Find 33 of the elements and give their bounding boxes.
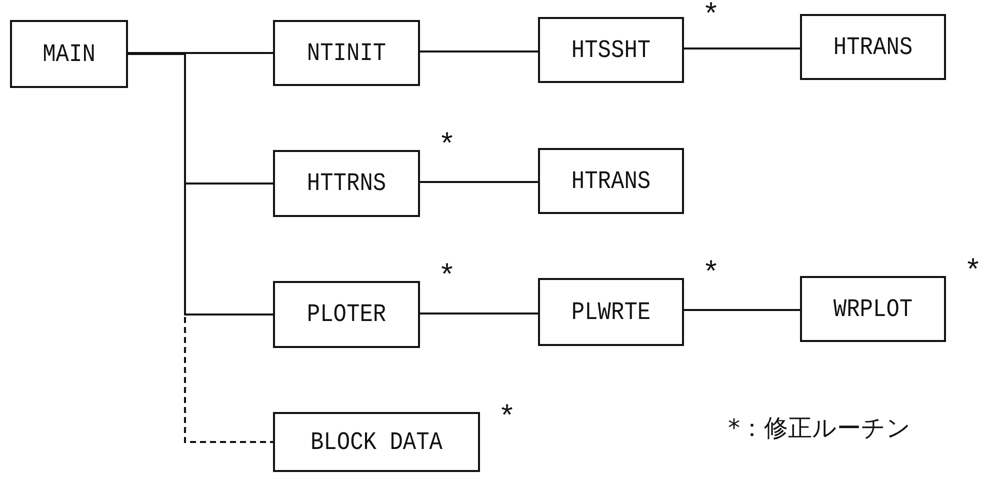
routine-box (800, 14, 946, 80)
connector-line (420, 312, 538, 314)
connector-line (684, 309, 800, 311)
modified-mark: * (702, 260, 720, 290)
routine-name: HTSSHT (571, 36, 651, 64)
routine-name: WRPLOT (833, 294, 913, 324)
routine-box (273, 412, 480, 472)
modified-mark: * (438, 263, 456, 293)
modified-mark: * (964, 258, 982, 288)
routine-box (273, 20, 420, 86)
routine-name: HTTRNS (306, 169, 386, 198)
routine-box (538, 148, 684, 214)
modified-mark: * (438, 132, 456, 162)
routine-box (800, 276, 946, 342)
connector-line (420, 181, 538, 183)
modified-mark: * (498, 404, 516, 434)
routine-name: NTINIT (306, 38, 386, 68)
routine-name: PLOTER (306, 300, 386, 329)
routine-name: HTRANS (571, 166, 651, 196)
legend-note: *：修正ルーチン (728, 413, 911, 444)
routine-name: PLWRTE (571, 298, 651, 326)
routine-name: BLOCK DATA (310, 428, 443, 456)
connector-line (684, 48, 800, 50)
routine-box (538, 278, 684, 346)
routine-name: HTRANS (833, 32, 913, 62)
routine-box (10, 20, 128, 88)
connector-line (420, 50, 538, 52)
routine-box (538, 17, 684, 83)
routine-box (273, 150, 420, 217)
connector-line (128, 52, 273, 54)
routine-box (273, 281, 420, 348)
modified-mark: * (702, 2, 720, 32)
routine-name: MAIN (42, 40, 96, 68)
